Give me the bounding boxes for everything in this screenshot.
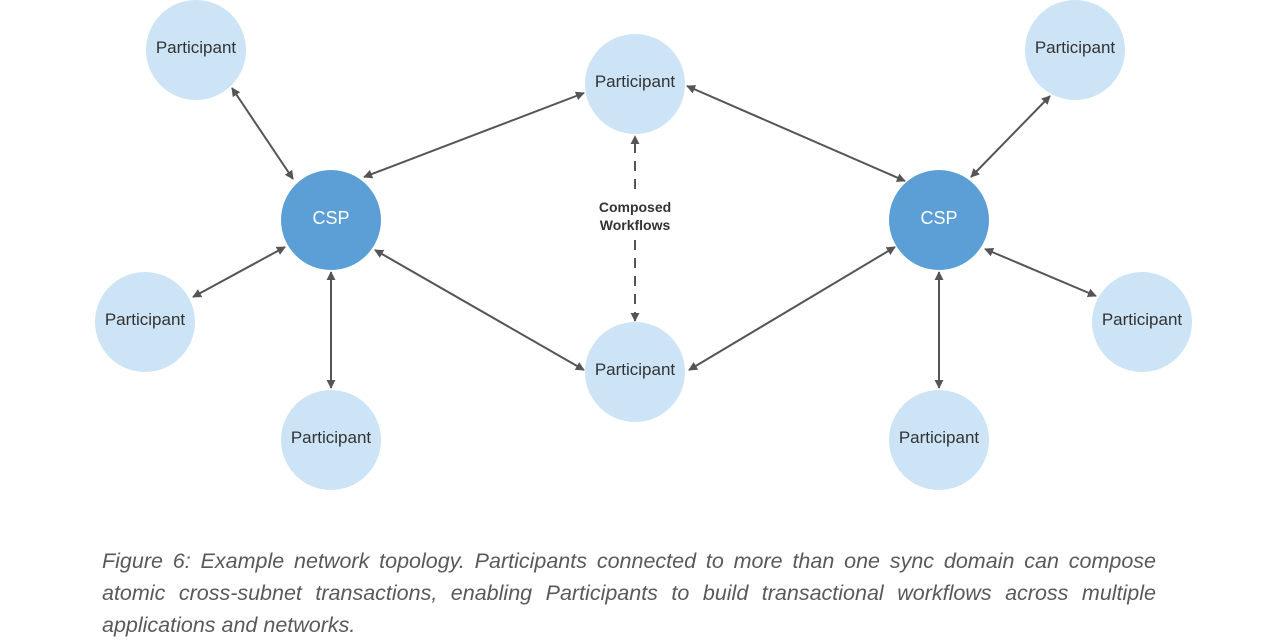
participant-label: Participant	[1102, 310, 1183, 329]
participant-node-bottom-right: Participant	[889, 390, 989, 490]
participant-node-top-right: Participant	[1025, 0, 1125, 100]
composed-workflows-label: Composed Workflows	[599, 199, 671, 233]
edge-left-csp-left-participant	[192, 246, 286, 298]
edge-left-csp-center-top-participant	[363, 91, 585, 179]
composed-label-line2: Workflows	[600, 217, 671, 233]
participant-label: Participant	[595, 360, 676, 379]
participant-node-top-left: Participant	[146, 0, 246, 100]
participant-node-right: Participant	[1092, 272, 1192, 372]
participant-label: Participant	[899, 428, 980, 447]
csp-label: CSP	[312, 208, 349, 228]
composed-label-line1: Composed	[599, 199, 671, 215]
edge-left-csp-top-participant	[231, 87, 294, 180]
participant-label: Participant	[1035, 38, 1116, 57]
edge-right-csp-center-bottom-participant	[688, 246, 896, 371]
csp-node-right: CSP	[889, 170, 989, 270]
participant-label: Participant	[156, 38, 237, 57]
participant-label: Participant	[105, 310, 186, 329]
figure-caption: Figure 6: Example network topology. Part…	[102, 549, 1156, 637]
participant-label: Participant	[291, 428, 372, 447]
participant-label: Participant	[595, 72, 676, 91]
participant-node-center-bottom: Participant	[585, 322, 685, 422]
edges	[192, 85, 1097, 389]
participant-node-left: Participant	[95, 272, 195, 372]
csp-label: CSP	[920, 208, 957, 228]
edge-right-csp-center-top-participant	[686, 85, 906, 182]
edge-right-csp-top-participant	[970, 95, 1051, 178]
csp-node-left: CSP	[281, 170, 381, 270]
network-topology-diagram: Participant Participant Participant Part…	[95, 0, 1192, 490]
participant-node-bottom-left: Participant	[281, 390, 381, 490]
edge-left-csp-center-bottom-participant	[374, 249, 585, 371]
participant-node-center-top: Participant	[585, 34, 685, 134]
edge-right-csp-right-participant	[984, 248, 1097, 297]
